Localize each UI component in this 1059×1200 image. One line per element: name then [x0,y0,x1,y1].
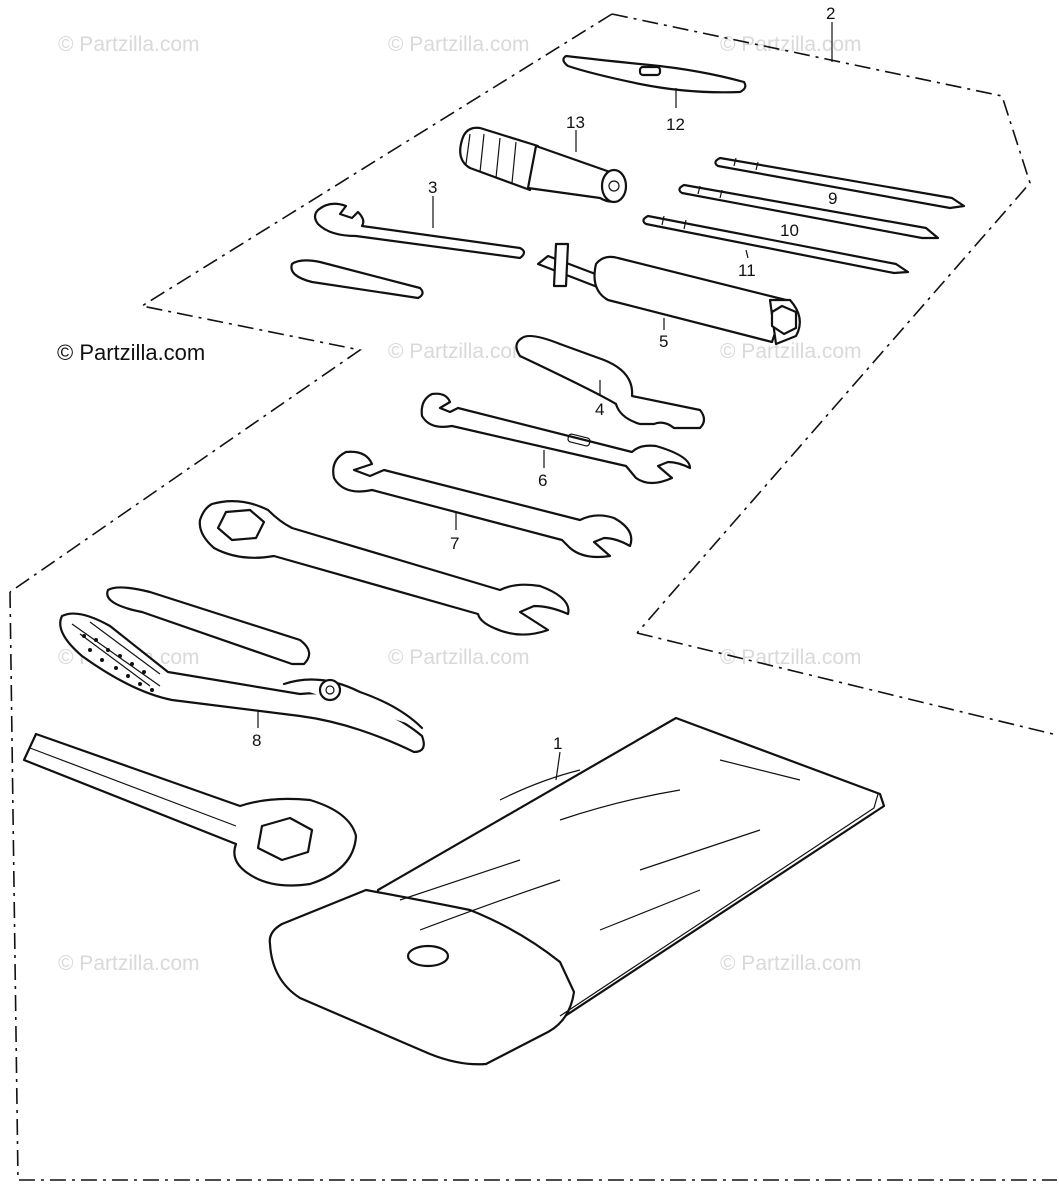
wrench-7 [332,450,633,559]
watermark: © Partzilla.com [388,33,530,56]
callout-6: 6 [538,471,547,490]
spark-plug-socket-5 [536,242,801,346]
tool-strip [290,259,424,300]
callout-7: 7 [450,534,459,553]
callout-11: 11 [738,261,756,280]
callout-8: 8 [252,731,261,750]
callout-10: 10 [780,221,799,240]
callout-1: 1 [553,734,562,753]
watermark: © Partzilla.com [58,952,200,975]
callout-3: 3 [428,178,437,197]
tool-bag-1 [268,716,886,1066]
pliers-8 [59,586,425,754]
callout-5: 5 [659,332,668,351]
flat-tool-12 [562,54,747,94]
watermark: © Partzilla.com [720,952,862,975]
callout-12: 12 [666,115,685,134]
watermark: © Partzilla.com [720,33,862,56]
callout-13: 13 [566,113,585,132]
kit-boundary-upper [9,13,1031,634]
screwdriver-handle-13 [459,126,628,204]
watermark: © Partzilla.com [388,646,530,669]
box-wrench-large [198,499,570,636]
watermark: © Partzilla.com [388,340,530,363]
screwdriver-9 [714,156,966,210]
callout-9: 9 [828,189,837,208]
watermark: © Partzilla.com [720,340,862,363]
callout-4: 4 [595,400,604,419]
watermark: © Partzilla.com [58,33,200,56]
hook-wrench-4 [515,334,706,430]
wrench-6 [420,392,692,485]
watermark: © Partzilla.com [720,646,862,669]
callout-2: 2 [826,4,835,23]
screwdriver-11 [642,214,910,275]
copyright-notice: © Partzilla.com [57,340,206,365]
screwdriver-10 [678,183,940,240]
kit-boundary-lower [9,591,1058,1181]
flat-box-wrench [22,732,358,887]
wrench-3 [313,202,526,260]
leader-lines [257,22,833,781]
